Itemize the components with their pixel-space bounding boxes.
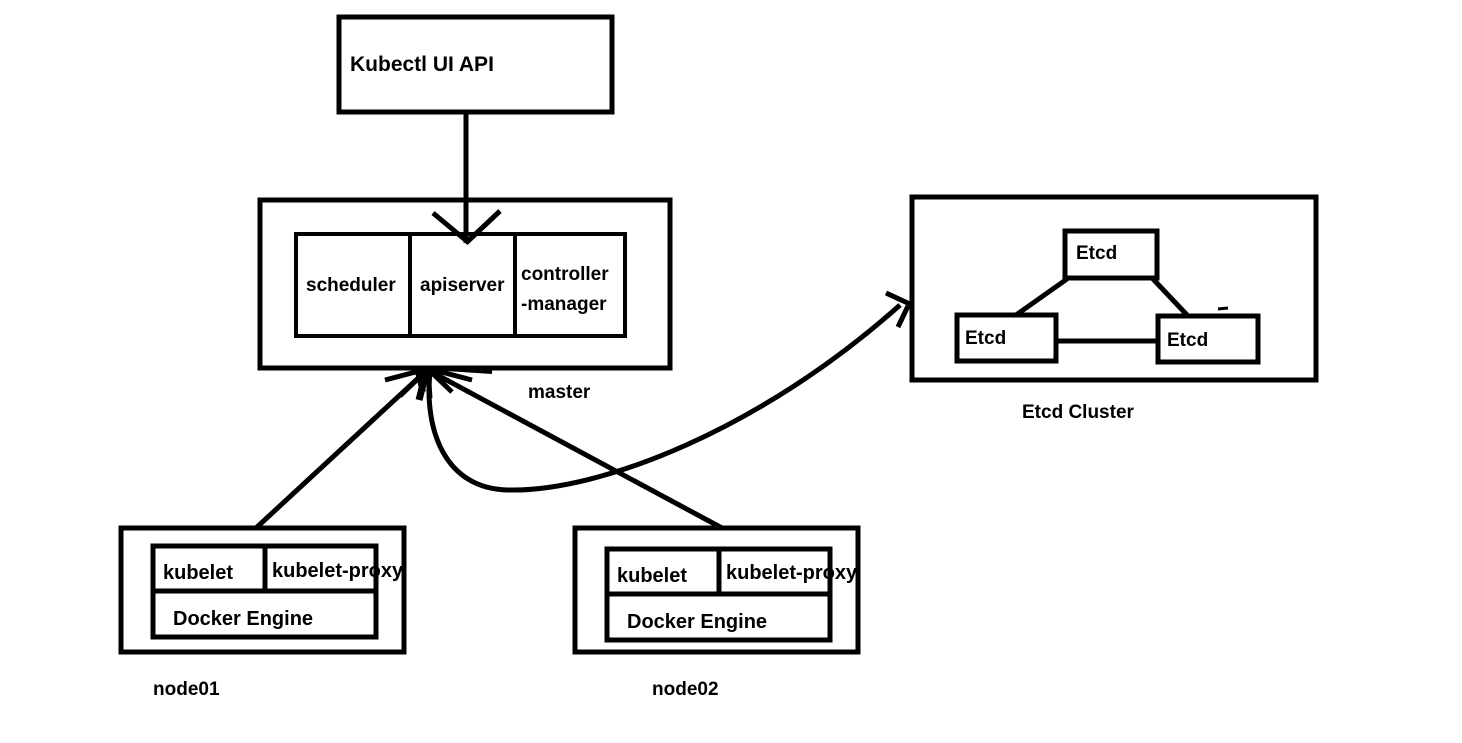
node01-caption: node01 <box>153 679 220 700</box>
node01-proxy-label: kubelet-proxy <box>272 560 404 582</box>
master-bottom-arrowhead-cluster <box>384 366 493 401</box>
node02-box-outline <box>572 525 861 655</box>
node02-proxy-label: kubelet-proxy <box>726 562 858 584</box>
controller-manager-box-outline <box>513 232 627 338</box>
etcd-node-right-label: Etcd <box>1167 330 1209 351</box>
node01-kubelet-label: kubelet <box>163 562 234 584</box>
node02-docker-box-outline <box>604 591 833 643</box>
node01-docker-label: Docker Engine <box>173 608 314 630</box>
node01-docker-box-outline <box>150 588 379 640</box>
master-to-etcd-curve <box>426 303 902 493</box>
node02-caption: node02 <box>652 679 719 700</box>
etcd-link-top-right <box>1151 277 1190 318</box>
client-box-outline <box>336 14 615 115</box>
apiserver-label: apiserver <box>420 275 505 296</box>
etcd-node-left-outline <box>954 312 1059 364</box>
master-caption: master <box>528 382 591 403</box>
etcd-node-left-label: Etcd <box>965 328 1007 349</box>
etcd-cluster-caption: Etcd Cluster <box>1022 402 1134 423</box>
node01-to-master-line <box>254 368 429 530</box>
client-to-apiserver-arrowhead-right <box>464 209 502 245</box>
etcd-link-top-left <box>1014 276 1069 318</box>
master-to-etcd-arrowhead-upper <box>884 290 914 308</box>
controller-manager-label-line1: controller <box>521 264 609 285</box>
stray-mark <box>1217 306 1229 311</box>
etcd-node-top-label: Etcd <box>1076 243 1118 264</box>
client-box-label: Kubectl UI API <box>350 53 494 76</box>
master-to-etcd-arrowhead-lower <box>895 304 911 329</box>
scheduler-label: scheduler <box>306 275 396 296</box>
node02-to-master-line <box>426 367 724 531</box>
node02-docker-label: Docker Engine <box>627 611 768 633</box>
master-box-outline <box>257 197 673 371</box>
client-to-apiserver-arrowhead-left <box>431 211 471 245</box>
etcd-cluster-box-outline <box>909 194 1319 383</box>
etcd-node-top-outline <box>1062 228 1160 281</box>
node02-kubelet-label: kubelet <box>617 565 688 587</box>
controller-manager-label-line2: -manager <box>521 294 607 315</box>
node01-box-outline <box>118 525 407 655</box>
